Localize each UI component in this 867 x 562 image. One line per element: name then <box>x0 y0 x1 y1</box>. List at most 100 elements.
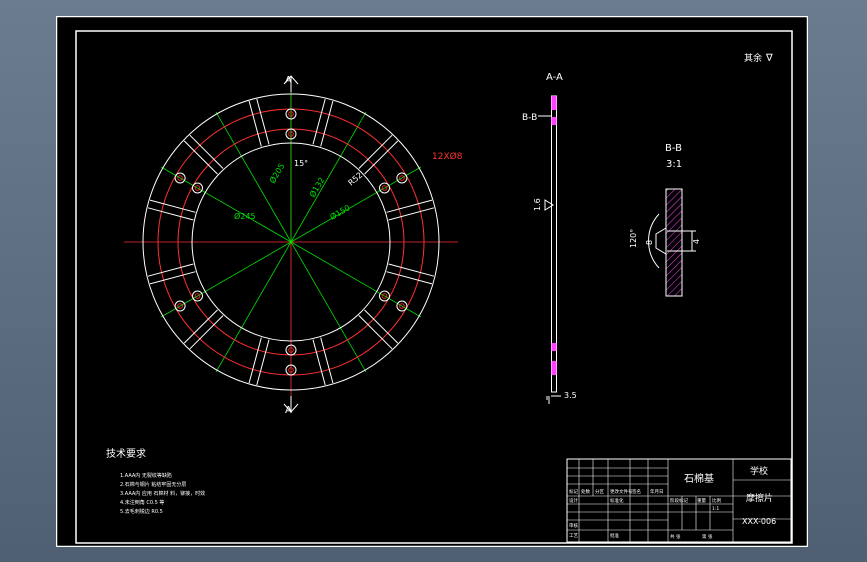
tb-label: 重量 <box>697 497 706 504</box>
tech-req-item: 3.AAA内 应用 石棉材 料，铆接，时效 <box>120 490 205 497</box>
front-view: A A 12XØ8 15° Ø245 Ø205 Ø150 Ø132 R52 <box>124 75 463 416</box>
rivet-hole <box>192 290 203 302</box>
surface-roughness-note: 其余 ∇ <box>744 52 773 64</box>
groove-edge <box>312 339 326 386</box>
radial-dimension-line <box>290 111 367 243</box>
rivet-hole-inner <box>399 175 405 181</box>
groove-edge <box>386 199 433 213</box>
dim-groove-width: 8 <box>645 240 654 245</box>
dim-dia-245: Ø245 <box>234 211 256 221</box>
groove-edge <box>189 315 224 350</box>
groove-edge <box>388 207 435 221</box>
callout-b-b: B-B <box>522 113 537 123</box>
section-aa-rivet-bottom <box>551 361 557 375</box>
rivet-hole-inner <box>381 293 388 299</box>
rivet-hole <box>285 128 297 140</box>
tb-label: 分区 <box>595 488 604 495</box>
tb-label: 设计 <box>569 497 578 504</box>
groove-edge <box>248 100 262 147</box>
section-a-a-view: A-A B-B 1.6 3.5 <box>522 72 577 404</box>
groove-edge <box>183 309 218 344</box>
title-part-name: 摩擦片 <box>746 492 773 504</box>
tech-req-item: 5.去毛刺锐边 R0.5 <box>120 508 163 515</box>
groove-edge <box>149 271 196 285</box>
section-arrow-bottom <box>283 396 299 413</box>
roughness-aa: 1.6 <box>533 198 542 211</box>
cad-viewport[interactable]: A A 12XØ8 15° Ø245 Ø205 Ø150 Ø132 R52 A-… <box>55 15 809 548</box>
rivet-hole <box>174 172 186 184</box>
dim-dia-132: Ø132 <box>307 175 326 199</box>
rivet-hole <box>396 300 408 312</box>
groove-edge <box>189 134 224 169</box>
radial-dimension-line <box>160 166 292 243</box>
tb-label: 批准 <box>610 532 619 539</box>
tech-req-item: 2.石棉与钢片 粘结牢固无分层 <box>120 481 186 488</box>
section-b-b-detail: B-B 3:1 120° 8 4 <box>629 143 701 297</box>
tb-label: 阶段标记 <box>670 497 688 504</box>
rivet-hole <box>285 364 297 376</box>
tb-label: 比例 <box>712 497 721 504</box>
tech-req-title: 技术要求 <box>106 447 146 460</box>
outer-border <box>55 15 809 548</box>
title-material: 石棉基 <box>684 472 714 485</box>
bb-angle-arc <box>648 213 660 269</box>
title-block: 石棉基 学校 摩擦片 XXX-006 标记 处数 分区 更改文件号 签名 年月日… <box>566 458 792 543</box>
radial-dimension-line <box>290 241 367 373</box>
rivet-hole <box>285 344 297 356</box>
rivet-hole-inner <box>177 175 183 181</box>
dim-hole-pattern: 12XØ8 <box>432 151 463 162</box>
section-label-a-top: A <box>285 75 292 86</box>
rivet-hole-inner <box>194 293 201 299</box>
tech-req-item: 1.AAA内 无裂纹等缺陷 <box>120 472 172 479</box>
tech-req-item: 4.未注倒角 C0.5 等 <box>120 499 164 506</box>
title-school: 学校 <box>750 465 768 477</box>
rivet-hole <box>192 182 203 194</box>
groove-edge <box>183 140 218 175</box>
groove-edge <box>147 207 194 221</box>
tb-label: 年月日 <box>650 488 664 495</box>
rivet-hole-inner <box>288 111 294 117</box>
radial-dimension-line <box>215 111 292 243</box>
rivet-hole-inner <box>288 347 294 353</box>
bb-plate <box>665 188 683 297</box>
groove-edge <box>388 263 435 277</box>
radial-dimension-line <box>290 241 422 318</box>
dim-thickness: 3.5 <box>564 391 577 400</box>
rivet-hole-inner <box>288 367 294 373</box>
groove-edge <box>364 140 399 175</box>
radial-dimension-line <box>160 241 292 318</box>
bb-groove <box>655 227 667 255</box>
radial-dimension-line <box>290 166 422 243</box>
groove-edge <box>256 339 270 386</box>
groove-edge <box>256 98 270 145</box>
radial-dimension-line <box>215 241 292 373</box>
groove-edge <box>386 271 433 285</box>
tb-label: 标记 <box>569 488 578 495</box>
groove-edge <box>320 337 334 384</box>
rivet-hole <box>379 182 390 194</box>
groove-edge <box>147 263 194 277</box>
drawing-canvas: A A 12XØ8 15° Ø245 Ø205 Ø150 Ø132 R52 A-… <box>55 15 809 548</box>
dim-dia-205: Ø205 <box>267 161 286 185</box>
tb-label: 更改文件号 <box>610 488 633 495</box>
radial-grooves <box>147 98 435 386</box>
groove-edge <box>358 134 393 169</box>
groove-edge <box>248 337 262 384</box>
tech-requirements: 技术要求 1.AAA内 无裂纹等缺陷 2.石棉与钢片 粘结牢固无分层 3.AAA… <box>106 447 205 515</box>
dim-groove-angle: 120° <box>629 229 638 248</box>
tb-label: 审核 <box>569 522 578 529</box>
rivet-hole-inner <box>177 303 183 309</box>
rivet-hole <box>285 108 297 120</box>
rivet-hole <box>379 290 390 302</box>
tb-label: 标准化 <box>610 497 624 504</box>
outer-edge-circle <box>142 93 440 391</box>
rivet-hole-inner <box>288 131 294 137</box>
tb-label: 1:1 <box>712 506 719 512</box>
roughness-symbol: ∇ <box>765 53 773 64</box>
tb-label: 处数 <box>581 488 590 495</box>
rivet-holes <box>174 108 408 376</box>
tb-label: 第 张 <box>702 533 713 540</box>
rivet-hole-inner <box>381 185 388 191</box>
surface-note-text: 其余 <box>744 52 762 64</box>
inner-edge-circle <box>191 142 391 342</box>
